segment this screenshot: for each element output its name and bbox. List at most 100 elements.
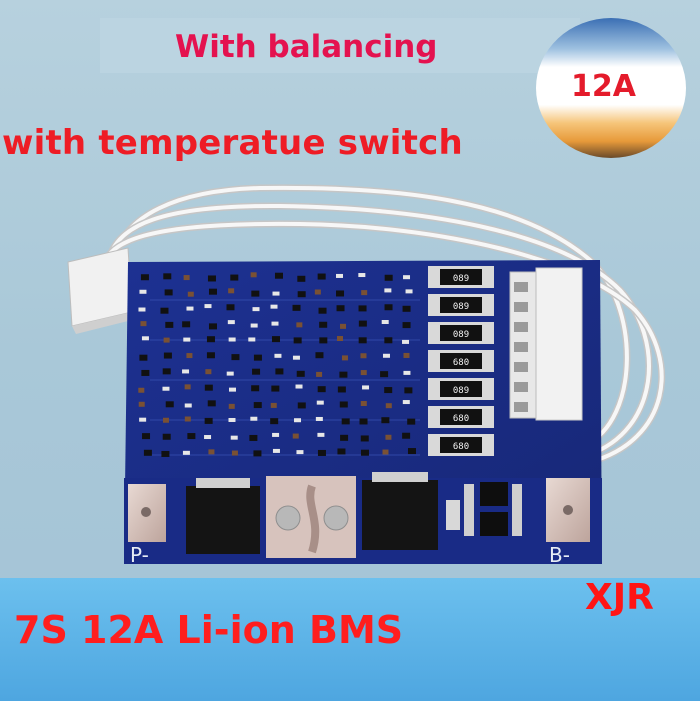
- smd-part: [182, 450, 190, 455]
- smd-part: [315, 352, 324, 359]
- smd-part: [138, 387, 145, 393]
- smd-part: [293, 337, 302, 344]
- smd-part: [162, 417, 169, 423]
- smd-part: [317, 432, 325, 437]
- smd-part: [141, 336, 149, 341]
- smd-part: [163, 337, 170, 343]
- smd-part: [252, 368, 261, 375]
- smd-part: [360, 370, 367, 376]
- smd-part: [164, 289, 173, 296]
- smd-part: [160, 307, 169, 314]
- smd-part: [359, 418, 368, 425]
- smd-part: [251, 385, 260, 392]
- smd-part: [403, 370, 411, 375]
- smd-part: [207, 275, 216, 282]
- smd-part: [184, 403, 192, 408]
- smd-part: [402, 432, 411, 439]
- smd-part: [295, 384, 303, 389]
- resistor-marking: 089: [453, 302, 469, 312]
- smd-part: [208, 323, 217, 330]
- smd-part: [139, 417, 147, 422]
- smd-part: [182, 321, 191, 328]
- smd-part: [385, 403, 392, 409]
- mosfet-left: [186, 478, 260, 554]
- current-badge: [536, 18, 686, 158]
- smd-part: [407, 448, 416, 455]
- shunt-resistor: [440, 269, 482, 285]
- smd-part: [139, 289, 147, 294]
- smd-part: [292, 433, 299, 439]
- smd-part: [407, 418, 416, 425]
- resistor-marking: 680: [453, 358, 469, 368]
- footer-band: [0, 578, 700, 701]
- smd-part: [316, 371, 323, 377]
- smd-part: [317, 449, 326, 456]
- smd-part: [360, 435, 369, 442]
- smd-part: [186, 353, 193, 359]
- smd-part: [248, 337, 256, 342]
- shunt-resistor: [440, 409, 482, 425]
- smd-part: [381, 417, 390, 424]
- smd-part: [402, 322, 411, 329]
- smd-part: [337, 336, 344, 342]
- smd-part: [165, 401, 174, 408]
- resistor-marking: 089: [453, 330, 469, 340]
- smd-part: [297, 402, 306, 409]
- smd-part: [138, 401, 145, 407]
- smd-part: [341, 418, 350, 425]
- smd-part: [208, 449, 215, 455]
- smd-part: [314, 289, 321, 295]
- resistor-marking: 089: [453, 274, 469, 284]
- smd-part: [382, 353, 390, 358]
- smd-part: [207, 400, 216, 407]
- smd-part: [297, 291, 306, 298]
- smd-part: [402, 339, 410, 344]
- smd-part: [380, 371, 389, 378]
- smd-part: [316, 400, 324, 405]
- smd-part: [384, 288, 392, 293]
- smd-part: [274, 272, 283, 279]
- smd-part: [402, 400, 410, 405]
- smd-part: [230, 274, 239, 281]
- resistor-marking: 680: [453, 442, 469, 452]
- smd-part: [162, 433, 171, 440]
- smd-part: [272, 291, 280, 296]
- smd-part: [186, 306, 194, 311]
- smd-part: [249, 434, 258, 441]
- smd-part: [208, 288, 217, 295]
- smd-part: [228, 403, 235, 409]
- smd-part: [140, 274, 149, 281]
- pad-b-minus-label: B-: [549, 543, 570, 567]
- smd-part: [297, 275, 306, 282]
- smd-part: [270, 402, 277, 408]
- smd-part: [250, 323, 258, 328]
- shunt-resistor: [440, 297, 482, 313]
- headline-balancing: With balancing: [175, 29, 438, 65]
- smd-part: [228, 337, 236, 342]
- smd-part: [163, 273, 172, 280]
- smd-part: [339, 371, 348, 378]
- smd-part: [292, 304, 301, 311]
- smd-part: [296, 370, 305, 377]
- smd-part: [384, 274, 393, 281]
- smd-part: [341, 355, 348, 361]
- smd-part: [251, 290, 260, 297]
- smd-part: [336, 290, 345, 297]
- smd-part: [163, 352, 172, 359]
- smd-part: [358, 273, 366, 278]
- smd-part: [162, 368, 171, 375]
- smd-part: [384, 387, 393, 394]
- smd-part: [404, 387, 413, 394]
- smd-part: [272, 432, 280, 437]
- power-section: [124, 472, 602, 564]
- smd-part: [362, 385, 370, 390]
- shunt-resistor: [440, 353, 482, 369]
- smd-part: [204, 384, 213, 391]
- smd-part: [184, 416, 191, 422]
- smd-part: [317, 273, 326, 280]
- mosfet-right: [362, 472, 438, 550]
- smd-part: [183, 337, 191, 342]
- smd-part: [183, 275, 190, 281]
- smd-part: [140, 321, 147, 327]
